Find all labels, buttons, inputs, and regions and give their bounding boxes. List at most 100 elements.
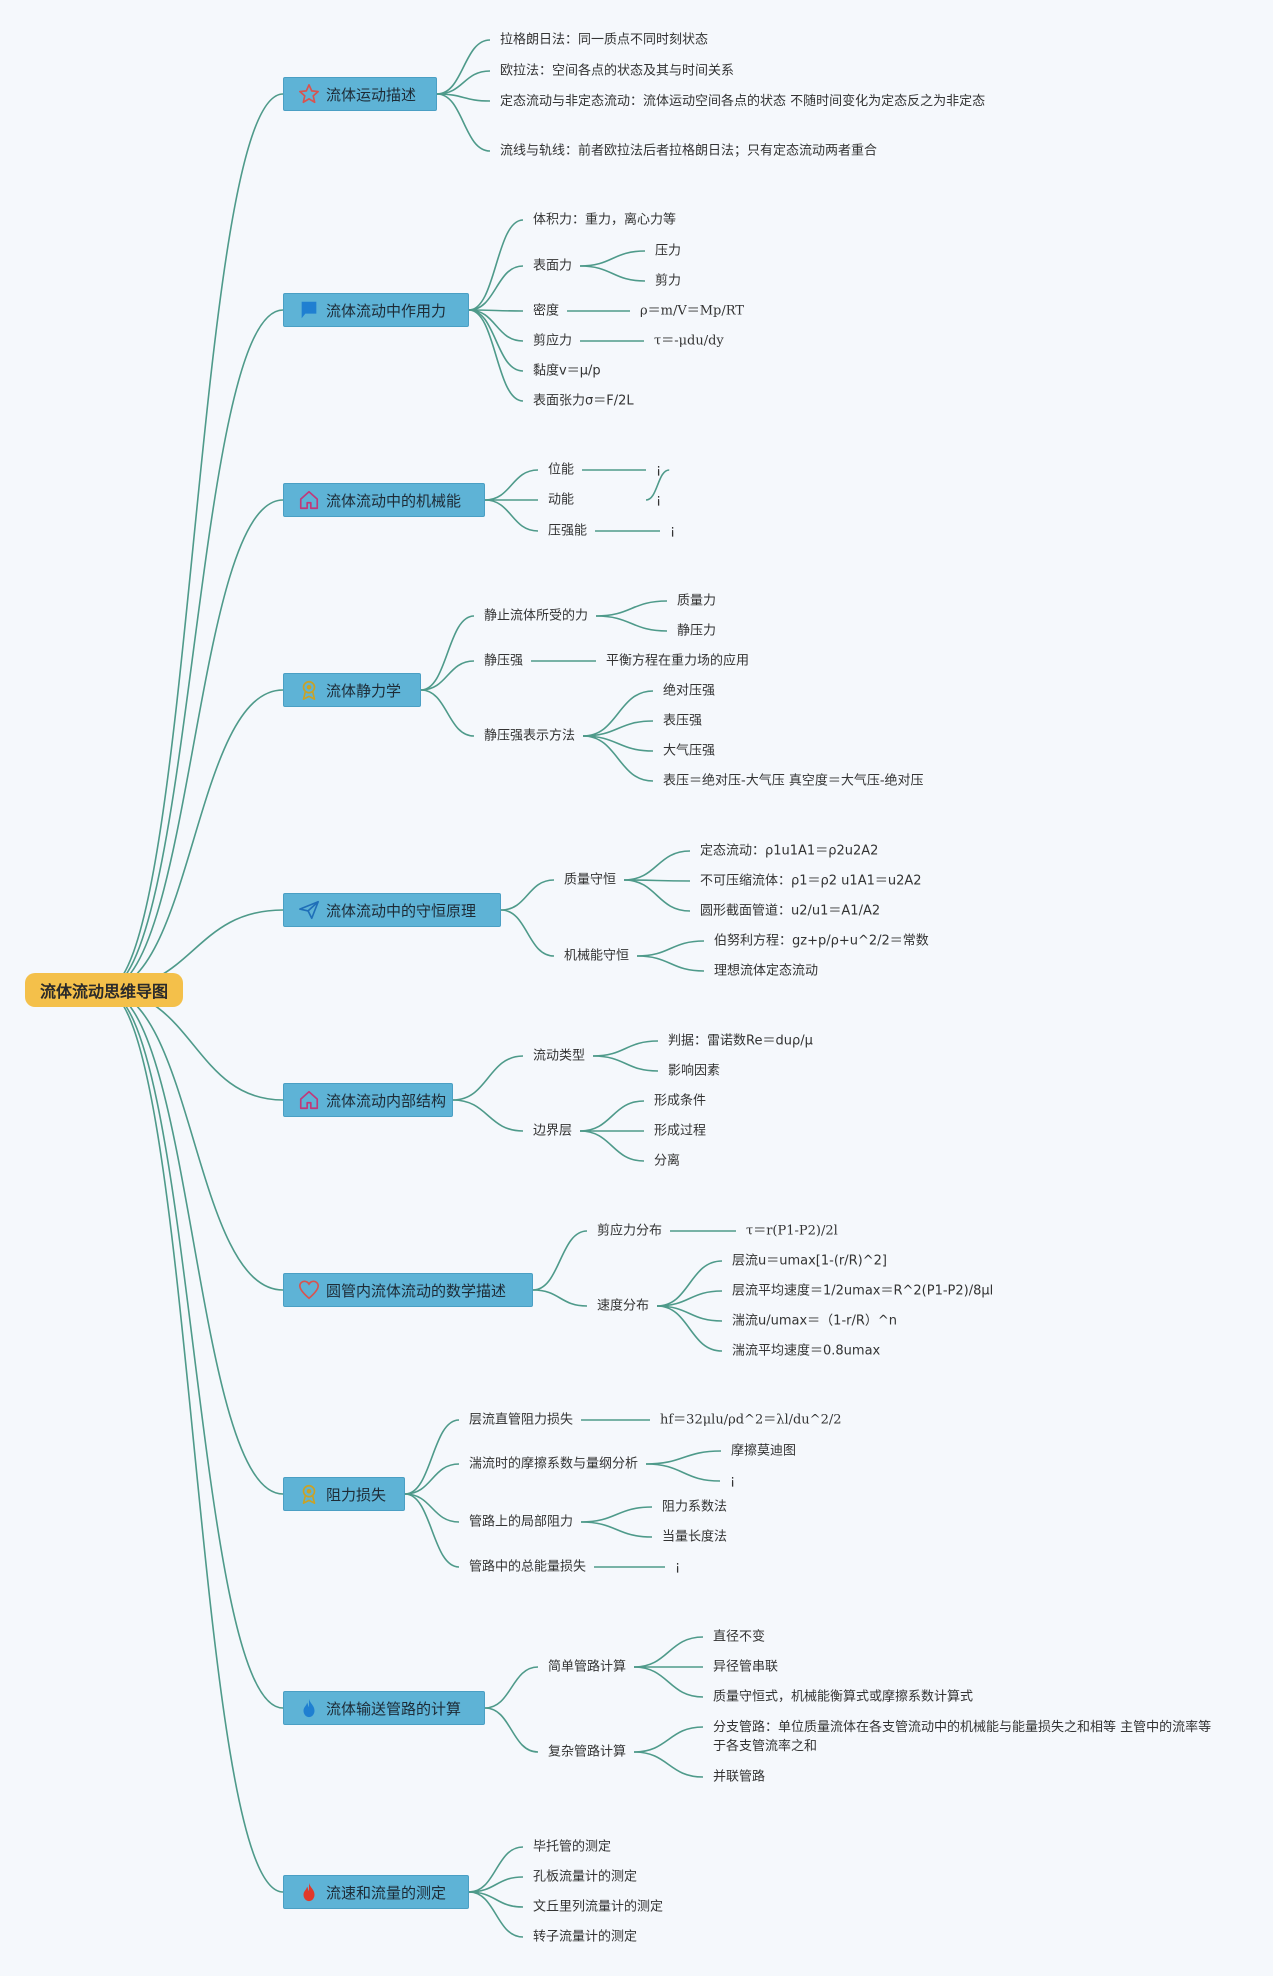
mindmap-item: 流线与轨线：前者欧拉法后者拉格朗日法；只有定态流动两者重合 bbox=[500, 143, 878, 159]
mindmap-item: 拉格朗日法：同一质点不同时刻状态 bbox=[500, 32, 709, 48]
mindmap-item: 转子流量计的测定 bbox=[533, 1929, 638, 1945]
mindmap-item: 异径管串联 bbox=[713, 1659, 779, 1675]
mindmap-item: 平衡方程在重力场的应用 bbox=[606, 653, 750, 669]
connector-item-subitem bbox=[593, 1055, 659, 1072]
mindmap-item: 剪应力 bbox=[533, 333, 573, 349]
branch-node[interactable]: 流体运动描述 bbox=[283, 77, 437, 111]
mindmap-item: 影响因素 bbox=[668, 1063, 721, 1079]
branch-node[interactable]: 流体流动内部结构 bbox=[283, 1083, 453, 1117]
branch-node[interactable]: 圆管内流体流动的数学描述 bbox=[283, 1273, 533, 1307]
branch-node[interactable]: 流体流动中的守恒原理 bbox=[283, 893, 501, 927]
mindmap-item: 质量守恒式，机械能衡算式或摩擦系数计算式 bbox=[713, 1689, 974, 1705]
connector-item-subitem bbox=[580, 265, 646, 282]
mindmap-item: 静止流体所受的力 bbox=[484, 608, 589, 624]
connector-item-subitem bbox=[634, 1666, 704, 1698]
connector-item-subitem bbox=[581, 1521, 653, 1538]
connector-item-subitem bbox=[596, 600, 668, 617]
branch-label: 流体运动描述 bbox=[326, 85, 417, 104]
connector-branch-item bbox=[500, 909, 555, 957]
branch-node[interactable]: 流体输送管路的计算 bbox=[283, 1691, 485, 1725]
connector-branch-item bbox=[532, 1289, 588, 1307]
mindmap-item: 圆形截面管道：u2/u1＝A1/A2 bbox=[700, 903, 881, 919]
mindmap-item: 分离 bbox=[654, 1153, 681, 1169]
branch-label: 流体流动内部结构 bbox=[326, 1091, 447, 1110]
mindmap-item: 定态流动与非定态流动：流体运动空间各点的状态 不随时间变化为定态反之为非定态 bbox=[500, 94, 986, 109]
connector-root-branch bbox=[103, 989, 284, 1893]
house-icon bbox=[298, 1089, 320, 1111]
mindmap-item: 湍流平均速度＝0.8umax bbox=[732, 1343, 881, 1359]
send-icon bbox=[298, 899, 320, 921]
branch-label: 阻力损失 bbox=[326, 1485, 387, 1504]
mindmap-item: 表压强 bbox=[663, 713, 703, 729]
mindmap-item: 判据：雷诺数Re＝duρ/μ bbox=[668, 1033, 813, 1049]
mindmap-item: 绝对压强 bbox=[663, 683, 716, 699]
mindmap-item: 毕托管的测定 bbox=[533, 1839, 612, 1855]
mindmap-item: 静压强表示方法 bbox=[484, 728, 576, 744]
connector-branch-item bbox=[404, 1419, 460, 1495]
mindmap-item: 剪应力分布 bbox=[597, 1223, 663, 1239]
connector-branch-item bbox=[452, 1099, 524, 1132]
connector-branch-item bbox=[420, 615, 475, 691]
branch-node[interactable]: 流速和流量的测定 bbox=[283, 1875, 469, 1909]
flame-icon bbox=[298, 1697, 320, 1719]
connector-branch-item bbox=[420, 689, 475, 737]
connector-branch-item bbox=[452, 1055, 524, 1101]
mindmap-item: 体积力：重力，离心力等 bbox=[533, 212, 677, 228]
branch-node[interactable]: 流体流动中的机械能 bbox=[283, 483, 485, 517]
connector-root-branch bbox=[103, 309, 284, 991]
connector-branch-item bbox=[468, 1891, 524, 1938]
connector-root-branch bbox=[103, 499, 284, 991]
mindmap-item: 剪力 bbox=[655, 273, 682, 289]
mindmap-item: 理想流体定态流动 bbox=[714, 963, 819, 979]
mindmap-item: 形成过程 bbox=[654, 1123, 707, 1139]
connector-item-subitem bbox=[634, 1751, 704, 1778]
mindmap-item: 大气压强 bbox=[663, 743, 716, 759]
mindmap-item: 机械能守恒 bbox=[564, 948, 630, 964]
mindmap-item: ¡ bbox=[670, 523, 676, 539]
mindmap-item: ρ＝m/V＝Mp/RT bbox=[640, 303, 744, 319]
badge-icon bbox=[298, 1483, 320, 1505]
mindmap-item: 阻力系数法 bbox=[662, 1499, 728, 1515]
connector-item-subitem bbox=[657, 1260, 723, 1307]
mindmap-item: 形成条件 bbox=[654, 1093, 707, 1109]
connector-item-subitem bbox=[634, 1636, 704, 1668]
mindmap-item: 黏度v＝μ/p bbox=[533, 363, 601, 379]
connector-item-subitem bbox=[637, 955, 705, 972]
mindmap-item: τ＝r(P1-P2)/2l bbox=[746, 1223, 838, 1239]
connector-item-subitem bbox=[580, 1100, 645, 1132]
mindmap-item: 密度 bbox=[533, 303, 560, 319]
mindmap-item: 静压强 bbox=[484, 653, 524, 669]
connector-root-branch bbox=[103, 989, 284, 1709]
mindmap-item: 管路中的总能量损失 bbox=[469, 1559, 587, 1575]
connector-item-subitem bbox=[634, 1726, 704, 1753]
connector-branch-item bbox=[484, 469, 539, 501]
mindmap-item: 层流直管阻力损失 bbox=[469, 1412, 574, 1428]
connector-root-branch bbox=[103, 689, 284, 991]
connector-branch-item bbox=[436, 93, 491, 102]
branch-node[interactable]: 流体流动中作用力 bbox=[283, 293, 469, 327]
mindmap-item: 速度分布 bbox=[597, 1298, 650, 1314]
mindmap-item: 定态流动：ρ1u1A1＝ρ2u2A2 bbox=[700, 843, 879, 859]
mindmap-item: 表面张力σ＝F/2L bbox=[533, 393, 634, 409]
connector-branch-item bbox=[404, 1463, 460, 1495]
mindmap-item: 分支管路：单位质量流体在各支管流动中的机械能与能量损失之和相等 主管中的流率等于… bbox=[713, 1720, 1212, 1754]
connector-branch-item bbox=[468, 309, 524, 342]
branch-node[interactable]: 阻力损失 bbox=[283, 1477, 405, 1511]
mindmap-item: 不可压缩流体：ρ1＝ρ2 u1A1＝u2A2 bbox=[700, 873, 922, 889]
mindmap-item: 摩擦莫迪图 bbox=[731, 1443, 797, 1459]
mindmap-item: 流动类型 bbox=[533, 1048, 586, 1064]
connector-item-subitem bbox=[624, 879, 691, 912]
branch-label: 流速和流量的测定 bbox=[326, 1883, 447, 1902]
mindmap-item: 当量长度法 bbox=[662, 1529, 728, 1545]
mindmap-item: 欧拉法：空间各点的状态及其与时间关系 bbox=[500, 63, 735, 79]
connector-branch-item bbox=[468, 309, 524, 402]
mindmap-item: 压力 bbox=[655, 243, 682, 259]
mindmap-item: ¡ bbox=[675, 1559, 681, 1575]
connector-branch-item bbox=[420, 660, 475, 691]
connector-branch-item bbox=[500, 879, 555, 911]
connector-item-subitem bbox=[593, 1040, 659, 1057]
mindmap-item: 质量守恒 bbox=[564, 872, 617, 888]
branch-label: 圆管内流体流动的数学描述 bbox=[326, 1281, 507, 1300]
connector-root-branch bbox=[103, 989, 284, 1495]
branch-node[interactable]: 流体静力学 bbox=[283, 673, 421, 707]
